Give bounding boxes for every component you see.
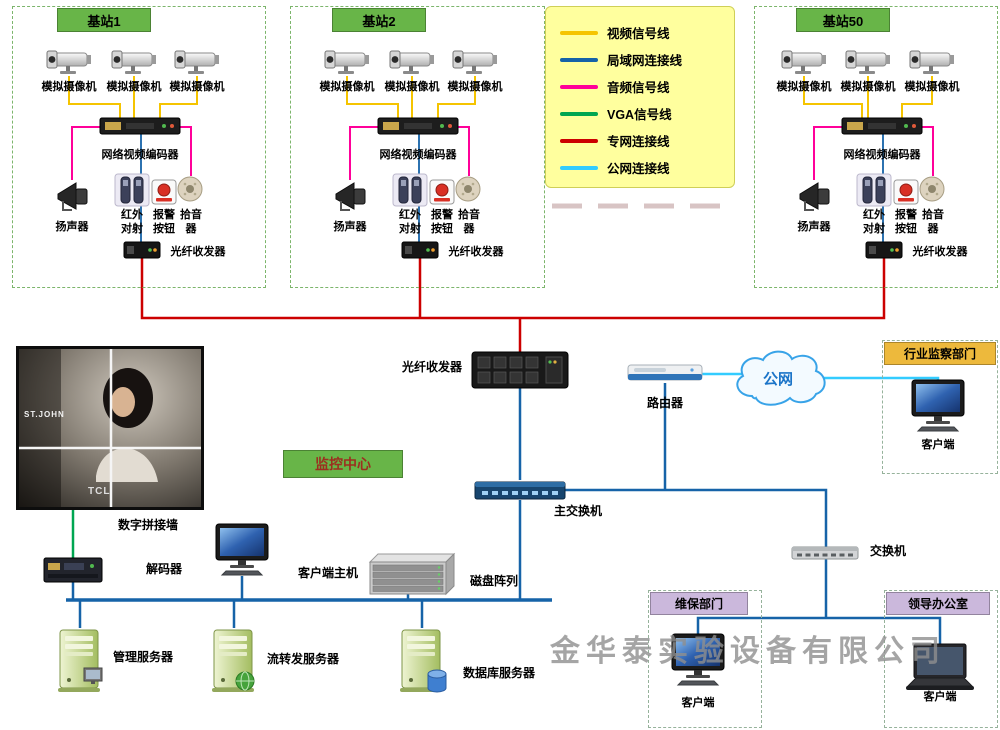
station-box-2 — [290, 6, 545, 288]
decoder-label: 解码器 — [145, 562, 182, 576]
client-label: 客户端 — [681, 697, 715, 709]
monitoring-center-tab: 监控中心 — [283, 450, 403, 478]
router-icon — [627, 364, 703, 381]
legend: 视频信号线 局域网连接线 音频信号线 VGA信号线 专网连接线 公网连接线 — [545, 6, 735, 188]
disk-array-icon — [369, 553, 455, 595]
camera-label: 模拟摄像机 — [106, 81, 162, 93]
legend-label: 专网连接线 — [607, 135, 670, 149]
decoder-icon — [43, 557, 103, 583]
client-host-label: 客户端主机 — [297, 566, 358, 580]
stream-server-label: 流转发服务器 — [266, 652, 339, 666]
infrared-label: 红外 对射 — [399, 209, 421, 236]
encoder-label: 网络视频编码器 — [101, 149, 179, 161]
legend-item: VGA信号线 — [560, 100, 734, 127]
client-label: 客户端 — [923, 691, 957, 703]
legend-item: 局域网连接线 — [560, 46, 734, 73]
central-fiber-label: 光纤收发器 — [401, 360, 462, 374]
fiber-label: 光纤收发器 — [170, 246, 226, 258]
video-signal-lines — [68, 76, 933, 120]
fiber-label: 光纤收发器 — [912, 246, 968, 258]
main-switch-icon — [474, 481, 566, 500]
mini-monitor-icon — [83, 667, 103, 684]
infrared-label: 红外 对射 — [121, 209, 143, 236]
dept-box-maintenance — [648, 590, 762, 728]
pickup-label: 拾音 器 — [180, 209, 202, 236]
encoder-label: 网络视频编码器 — [379, 149, 457, 161]
pickup-label: 拾音 器 — [458, 209, 480, 236]
client-label: 客户端 — [921, 439, 955, 451]
pickup-label: 拾音 器 — [922, 209, 944, 236]
legend-label: 视频信号线 — [607, 27, 670, 41]
legend-label: 公网连接线 — [607, 162, 670, 176]
audio-signal-lines — [71, 126, 934, 180]
router-label: 路由器 — [646, 396, 683, 410]
lan-lines — [71, 383, 942, 644]
vga-line-swatch — [560, 111, 598, 116]
speaker-label: 扬声器 — [55, 221, 89, 233]
supervision-dept-tab: 行业监察部门 — [884, 342, 996, 365]
cloud-icon — [736, 350, 826, 406]
camera-label: 模拟摄像机 — [776, 81, 832, 93]
camera-label: 模拟摄像机 — [447, 81, 503, 93]
infrared-label: 红外 对射 — [863, 209, 885, 236]
wall-brand-top: ST.JOHN — [24, 410, 65, 419]
watermark-text: 金华泰实验设备有限公司 — [550, 635, 946, 668]
video-line-swatch — [560, 30, 598, 35]
database-server-label: 数据库服务器 — [462, 666, 535, 680]
dept-box-supervision — [882, 340, 998, 474]
camera-label: 模拟摄像机 — [840, 81, 896, 93]
switch-small-label: 交换机 — [869, 544, 906, 558]
dept-box-leader-office — [884, 590, 998, 728]
disk-array-label: 磁盘阵列 — [469, 574, 518, 588]
alarm-label: 报警 按钮 — [895, 209, 917, 236]
speaker-label: 扬声器 — [333, 221, 367, 233]
camera-label: 模拟摄像机 — [384, 81, 440, 93]
legend-item: 音频信号线 — [560, 73, 734, 100]
station-1-tab: 基站1 — [57, 8, 151, 32]
station-2-tab: 基站2 — [332, 8, 426, 32]
legend-label: VGA信号线 — [607, 108, 672, 122]
private-network-lines — [140, 258, 886, 352]
legend-label: 音频信号线 — [607, 81, 670, 95]
wall-brand-bottom: TCL — [88, 486, 111, 497]
speaker-label: 扬声器 — [797, 221, 831, 233]
camera-label: 模拟摄像机 — [319, 81, 375, 93]
leader-office-tab: 领导办公室 — [886, 592, 990, 615]
public-line-swatch — [560, 165, 598, 170]
station-50-tab: 基站50 — [796, 8, 890, 32]
client-host-icon — [215, 523, 269, 576]
legend-item: 视频信号线 — [560, 19, 734, 46]
lan-line-swatch — [560, 57, 598, 62]
fiber-label: 光纤收发器 — [448, 246, 504, 258]
connection-lines — [66, 76, 942, 644]
camera-label: 模拟摄像机 — [169, 81, 225, 93]
station-box-1 — [12, 6, 266, 288]
audio-line-swatch — [560, 84, 598, 89]
encoder-label: 网络视频编码器 — [843, 149, 921, 161]
main-switch-label: 主交换机 — [553, 504, 602, 518]
legend-item: 专网连接线 — [560, 127, 734, 154]
legend-item: 公网连接线 — [560, 154, 734, 181]
maintenance-dept-tab: 维保部门 — [650, 592, 748, 615]
alarm-label: 报警 按钮 — [153, 209, 175, 236]
camera-label: 模拟摄像机 — [41, 81, 97, 93]
video-wall-label: 数字拼接墙 — [117, 518, 178, 532]
switch-icon — [791, 546, 859, 560]
video-wall — [16, 346, 204, 510]
private-line-swatch — [560, 138, 598, 143]
cloud-label: 公网 — [762, 371, 793, 388]
legend-label: 局域网连接线 — [607, 54, 683, 68]
central-fiber-transceiver-icon — [471, 351, 569, 389]
station-box-50 — [754, 6, 998, 288]
camera-label: 模拟摄像机 — [904, 81, 960, 93]
management-server-label: 管理服务器 — [112, 650, 173, 664]
globe-icon — [235, 671, 255, 691]
alarm-label: 报警 按钮 — [431, 209, 453, 236]
database-cylinder-icon — [427, 669, 447, 693]
